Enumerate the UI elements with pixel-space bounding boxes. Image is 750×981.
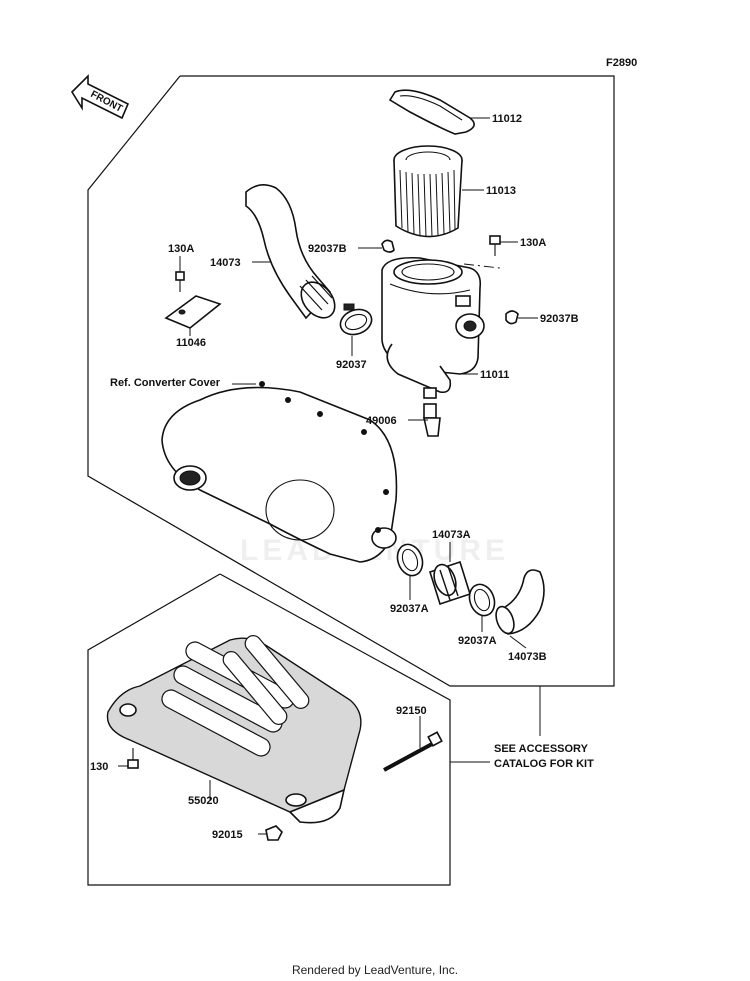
part-14073a-tube	[429, 560, 471, 606]
part-14073b-elbow	[495, 569, 545, 635]
part-92037a-clamp-right	[468, 583, 496, 617]
label-55020: 55020	[188, 795, 219, 807]
label-92015: 92015	[212, 829, 243, 841]
lower-frame	[87, 573, 451, 886]
label-11046: 11046	[176, 337, 206, 349]
label-130: 130	[90, 761, 108, 773]
part-11013-filter	[393, 145, 463, 238]
part-130a-bolt-left	[175, 271, 185, 292]
label-14073: 14073	[210, 257, 241, 269]
part-11012-gasket	[388, 89, 475, 135]
label-92037a-left: 92037A	[390, 603, 429, 615]
label-130a-left: 130A	[168, 243, 194, 255]
part-49006-drain	[423, 403, 441, 437]
figure-id: F2890	[606, 57, 637, 69]
part-14073-duct	[245, 184, 336, 320]
part-11011-housing	[381, 256, 485, 399]
part-92037-clamp	[339, 303, 373, 336]
label-92037: 92037	[336, 359, 367, 371]
label-11013: 11013	[486, 185, 516, 197]
label-14073b: 14073B	[508, 651, 547, 663]
label-11011: 11011	[480, 369, 509, 381]
converter-cover	[161, 381, 398, 563]
label-converter-cover: Ref. Converter Cover	[110, 377, 221, 389]
label-130a-right: 130A	[520, 237, 546, 249]
footer-credit: Rendered by LeadVenture, Inc.	[291, 963, 459, 977]
front-arrow-icon: FRONT	[70, 74, 130, 120]
label-49006: 49006	[366, 415, 397, 427]
label-11012: 11012	[492, 113, 522, 125]
part-92037b-clip-left	[381, 239, 395, 253]
leader-lines	[118, 117, 538, 835]
part-92037b-clip-right	[505, 310, 519, 325]
part-130a-bolt-right	[489, 235, 501, 256]
part-92150-bolt	[383, 731, 443, 772]
label-14073a: 14073A	[432, 529, 471, 541]
label-92150: 92150	[396, 705, 427, 717]
part-130-bolt	[127, 748, 139, 769]
label-92037b-right: 92037B	[540, 313, 579, 325]
part-11046-bracket	[164, 295, 222, 329]
part-55020-skid-plate	[106, 635, 362, 824]
part-92037a-clamp-left	[396, 543, 424, 577]
accessory-note-line1: SEE ACCESSORY	[494, 743, 589, 755]
part-92015-nut	[265, 825, 283, 841]
label-92037a-right: 92037A	[458, 635, 497, 647]
upper-frame	[87, 75, 615, 687]
accessory-connector	[450, 686, 541, 763]
accessory-note-line2: CATALOG FOR KIT	[494, 758, 594, 770]
label-92037b-left: 92037B	[308, 243, 347, 255]
